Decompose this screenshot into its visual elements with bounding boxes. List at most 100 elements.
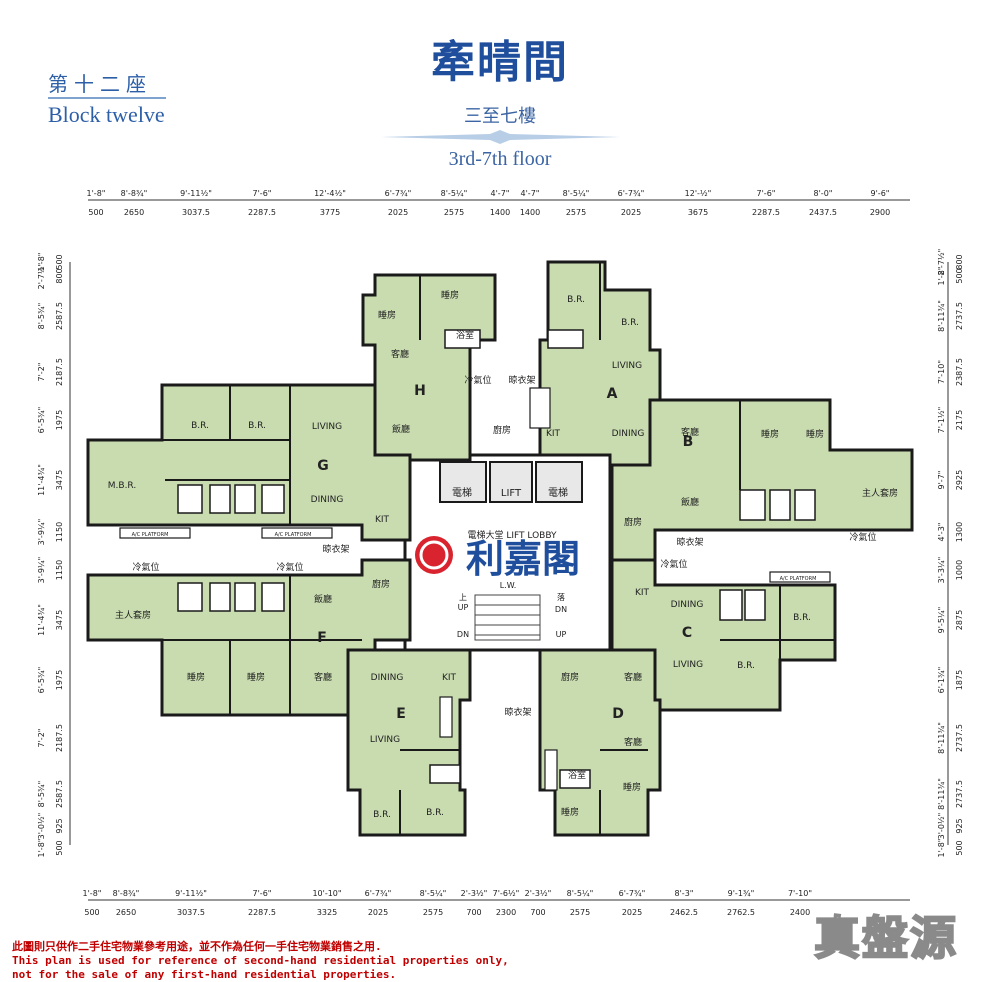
dim-left-metric: 2187.5: [55, 358, 64, 386]
room-label-br: B.R.: [737, 661, 755, 671]
room-label-dining: DINING: [311, 495, 344, 505]
dim-left-imperial: 3'-9¼": [37, 519, 46, 546]
agency-logo: [415, 536, 453, 574]
dim-top-imperial: 9'-11½": [180, 189, 212, 198]
disclaimer-line-1: 此圖則只供作二手住宅物業參考用途，並不作為任何一手住宅物業銷售之用.: [12, 940, 382, 953]
unit-label-d: D: [612, 706, 624, 722]
unit-label-g: G: [317, 458, 329, 474]
dim-bottom-metric: 2650: [116, 908, 136, 917]
dim-left-metric: 3475: [55, 610, 64, 630]
room-label-living-cn: 客廳: [624, 736, 642, 748]
dim-right-imperial: 9'-5¼": [937, 607, 946, 634]
room-label-bedroom: 睡房: [623, 781, 641, 793]
dim-left-metric: 500: [55, 840, 64, 855]
lift-shaft-2: [489, 461, 533, 503]
dim-bottom-imperial: 8'-5¼": [567, 889, 594, 898]
dim-top-imperial: 7'-6": [757, 189, 776, 198]
dim-left-imperial: 3'-9¼": [37, 557, 46, 584]
room-label-dining: DINING: [671, 600, 704, 610]
room-label-dining: DINING: [371, 673, 404, 683]
dimension-labels: 1'-8"8'-8¾"9'-11½"7'-6"12'-4½"6'-7¾"8'-5…: [37, 189, 964, 917]
room-label-kit: KIT: [375, 515, 390, 525]
room-label-dryrack: 晾衣架: [322, 543, 349, 555]
dim-right-imperial: 8'-11¾": [937, 300, 946, 332]
brand-watermark: 真盤源: [813, 910, 958, 966]
dim-bottom-imperial: 8'-3": [675, 889, 694, 898]
dim-bottom-imperial: 8'-8¾": [113, 889, 140, 898]
unit-e: [346, 648, 472, 837]
room-label-br: B.R.: [426, 808, 444, 818]
room-label-bedroom: 睡房: [441, 289, 459, 301]
room-label-dining: DINING: [612, 429, 645, 439]
room-label-dryrack: 晾衣架: [508, 374, 535, 386]
room-label-master-bedroom: 主人套房: [862, 487, 898, 499]
dim-right-metric: 500: [955, 268, 964, 283]
dim-top-metric: 2575: [444, 208, 464, 217]
dim-top-imperial: 4'-7": [491, 189, 510, 198]
dim-top-metric: 2025: [388, 208, 408, 217]
unit-label-b: B: [683, 434, 694, 450]
room-label-living-cn: 客廳: [624, 671, 642, 683]
unit-label-a: A: [607, 386, 618, 402]
block-label-en: Block twelve: [48, 102, 165, 127]
room-label-ac: 冷氣位: [464, 374, 491, 386]
dim-right-metric: 925: [955, 818, 964, 833]
dim-bottom-imperial: 7'-10": [788, 889, 812, 898]
stair-up-label: UP: [458, 603, 469, 612]
dim-bottom-imperial: 2'-3½": [525, 889, 552, 898]
dim-top-metric: 2287.5: [752, 208, 780, 217]
dim-bottom-metric: 2575: [570, 908, 590, 917]
room-label-dining-cn: 飯廳: [681, 496, 699, 508]
disclaimer-line-2: This plan is used for reference of secon…: [12, 954, 509, 967]
dim-left-metric: 1150: [55, 560, 64, 580]
room-label-ac-platform: A/C PLATFORM: [780, 576, 817, 582]
unit-label-e: E: [396, 706, 406, 722]
dim-bottom-metric: 700: [530, 908, 545, 917]
unit-label-f: F: [317, 630, 327, 646]
room-label-living: LIVING: [612, 361, 642, 371]
dim-bottom-imperial: 6'-7¾": [619, 889, 646, 898]
dim-left-imperial: 7'-2": [37, 729, 46, 748]
room-label-ac: 冷氣位: [660, 558, 687, 570]
dim-left-imperial: 8'-5¾": [37, 303, 46, 330]
room-label-bath: 浴室: [456, 329, 474, 341]
lift-label-cn: 電梯: [452, 486, 472, 499]
dim-top-metric: 2575: [566, 208, 586, 217]
room-label-ac: 冷氣位: [849, 531, 876, 543]
dim-bottom-imperial: 1'-8": [83, 889, 102, 898]
dim-left-imperial: 8'-5¾": [37, 781, 46, 808]
dim-bottom-imperial: 9'-1¾": [728, 889, 755, 898]
room-label-br: B.R.: [373, 810, 391, 820]
dim-top-imperial: 8'-0": [814, 189, 833, 198]
dim-top-imperial: 9'-6": [871, 189, 890, 198]
dim-right-imperial: 8'-11¾": [937, 778, 946, 810]
dim-bottom-metric: 2025: [622, 908, 642, 917]
room-label-br: B.R.: [191, 421, 209, 431]
room-label-bedroom: 睡房: [806, 428, 824, 440]
dim-bottom-imperial: 6'-7¾": [365, 889, 392, 898]
stair-up-cn-label: 上: [459, 593, 467, 602]
room-label-dryrack: 晾衣架: [504, 706, 531, 718]
room-label-bedroom: 睡房: [378, 309, 396, 321]
lift-label-cn: 電梯: [548, 486, 568, 499]
dim-top-metric: 2287.5: [248, 208, 276, 217]
room-label-dining-cn: 飯廳: [392, 423, 410, 435]
dim-top-metric: 2900: [870, 208, 890, 217]
disclaimer: 此圖則只供作二手住宅物業參考用途，並不作為任何一手住宅物業銷售之用. This …: [12, 940, 612, 982]
dim-top-metric: 3037.5: [182, 208, 210, 217]
dim-left-imperial: 7'-2": [37, 363, 46, 382]
room-label-ac-platform: A/C PLATFORM: [132, 532, 169, 538]
dim-bottom-metric: 500: [84, 908, 99, 917]
stair-dn-label: DN: [457, 630, 469, 639]
dim-right-imperial: 1'-8": [937, 839, 946, 858]
room-label-dryrack: 晾衣架: [676, 536, 703, 548]
floor-label-en: 3rd-7th floor: [448, 148, 552, 170]
dim-top-metric: 2650: [124, 208, 144, 217]
dim-left-imperial: 3'-0½": [37, 813, 46, 840]
dim-right-metric: 2925: [955, 470, 964, 490]
room-label-br: B.R.: [621, 318, 639, 328]
room-label-kitchen-cn: 廚房: [372, 578, 390, 590]
room-label-bath: 浴室: [568, 769, 586, 781]
dim-bottom-metric: 3325: [317, 908, 337, 917]
